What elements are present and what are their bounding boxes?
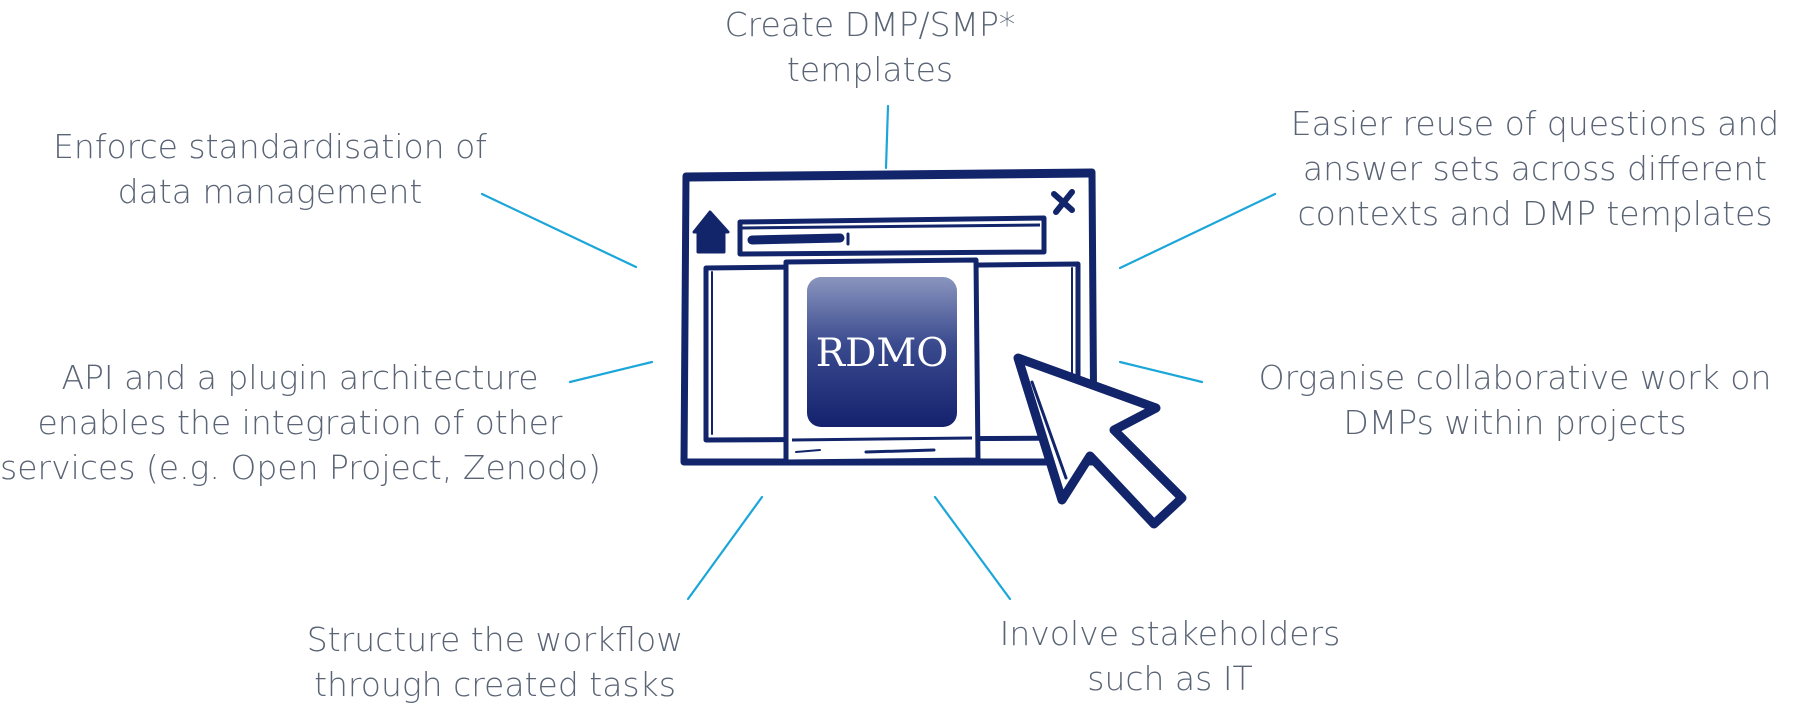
- feature-line: templates: [786, 50, 954, 89]
- close-icon: [1051, 189, 1075, 215]
- feature-line: contexts and DMP templates: [1297, 194, 1773, 233]
- feature-structure-workflow: Structure the workflow through created t…: [275, 617, 715, 704]
- home-icon: [692, 210, 730, 254]
- feature-api-plugin-architecture: API and a plugin architecture enables th…: [0, 355, 601, 490]
- cursor-arrow-icon: [1013, 353, 1187, 529]
- feature-line: API and a plugin architecture: [61, 358, 539, 397]
- feature-line: through created tasks: [314, 665, 676, 704]
- feature-line: Structure the workflow: [306, 620, 684, 659]
- feature-line: answer sets across different: [1302, 149, 1768, 188]
- feature-line: such as IT: [1087, 659, 1253, 698]
- feature-line: enables the integration of other: [37, 403, 563, 442]
- connector-top-left: [480, 192, 638, 269]
- rdmo-logo-text: RDMO: [816, 331, 949, 376]
- connector-right: [1118, 360, 1204, 384]
- feature-line: DMPs within projects: [1343, 403, 1687, 442]
- feature-line: services (e.g. Open Project, Zenodo): [0, 448, 601, 487]
- feature-line: Involve stakeholders: [999, 614, 1341, 653]
- feature-easier-reuse: Easier reuse of questions and answer set…: [1270, 101, 1800, 236]
- connector-bottom-right: [933, 495, 1012, 601]
- feature-involve-stakeholders: Involve stakeholders such as IT: [960, 611, 1380, 701]
- feature-line: data management: [117, 172, 423, 211]
- feature-create-templates: Create DMP/SMP* templates: [700, 2, 1040, 92]
- feature-line: Create DMP/SMP*: [724, 5, 1016, 44]
- connector-bottom-left: [686, 495, 764, 601]
- connector-top-right: [1118, 192, 1277, 270]
- rdmo-logo: RDMO: [807, 277, 957, 427]
- feature-line: Enforce standardisation of: [53, 127, 487, 166]
- connector-left: [568, 360, 654, 384]
- connector-top: [884, 104, 890, 170]
- feature-organise-collaborative-work: Organise collaborative work on DMPs with…: [1235, 355, 1795, 445]
- feature-enforce-standardisation: Enforce standardisation of data manageme…: [20, 124, 520, 214]
- feature-line: Easier reuse of questions and: [1290, 104, 1780, 143]
- address-bar: [737, 215, 1047, 257]
- feature-line: Organise collaborative work on: [1258, 358, 1772, 397]
